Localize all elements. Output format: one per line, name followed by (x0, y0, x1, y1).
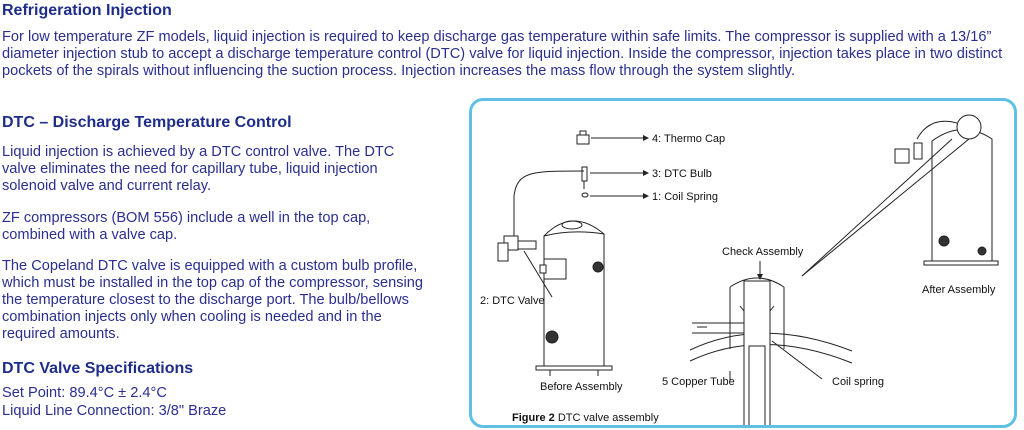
label-check-assembly: Check Assembly (722, 246, 804, 258)
spec-set-point: Set Point: 89.4°C ± 2.4°C (2, 385, 167, 401)
compressor-before-icon (535, 220, 613, 376)
dtc-bulb-icon (581, 166, 588, 189)
label-thermo-cap: 4: Thermo Cap (652, 133, 725, 145)
label-coil-spring-2: Coil spring (832, 376, 884, 388)
label-dtc-valve: 2: DTC Valve (480, 295, 545, 307)
dtc-paragraph-2: ZF compressors (BOM 556) include a well … (2, 210, 371, 243)
figure-caption-text: DTC valve assembly (555, 412, 659, 424)
label-dtc-bulb: 3: DTC Bulb (652, 168, 712, 180)
thermo-cap-icon (576, 130, 590, 145)
specs-heading: DTC Valve Specifications (2, 360, 194, 377)
figure-dtc-valve-assembly: 4: Thermo Cap 3: DTC Bulb 1: Coil Spring… (469, 98, 1017, 428)
dtc-paragraph-1: Liquid injection is achieved by a DTC co… (2, 144, 395, 194)
label-coil-spring-1: 1: Coil Spring (652, 191, 718, 203)
figure-caption-number: Figure 2 (512, 412, 555, 424)
section-title: Refrigeration Injection (2, 2, 172, 19)
spec-liquid-line: Liquid Line Connection: 3/8" Braze (2, 403, 227, 419)
dtc-paragraph-3: The Copeland DTC valve is equipped with … (2, 258, 424, 342)
intro-paragraph: For low temperature ZF models, liquid in… (2, 29, 1003, 79)
label-before-assembly: Before Assembly (540, 381, 623, 393)
figure-caption: Figure 2 DTC valve assembly (512, 412, 659, 424)
dtc-heading: DTC – Discharge Temperature Control (2, 114, 292, 131)
figure-drawing: 4: Thermo Cap 3: DTC Bulb 1: Coil Spring… (480, 114, 999, 425)
dtc-valve-icon (497, 235, 567, 280)
compressor-after-icon (894, 114, 999, 266)
label-copper-tube: 5 Copper Tube (662, 376, 735, 388)
check-assembly-icon (689, 277, 853, 425)
label-after-assembly: After Assembly (922, 284, 996, 296)
